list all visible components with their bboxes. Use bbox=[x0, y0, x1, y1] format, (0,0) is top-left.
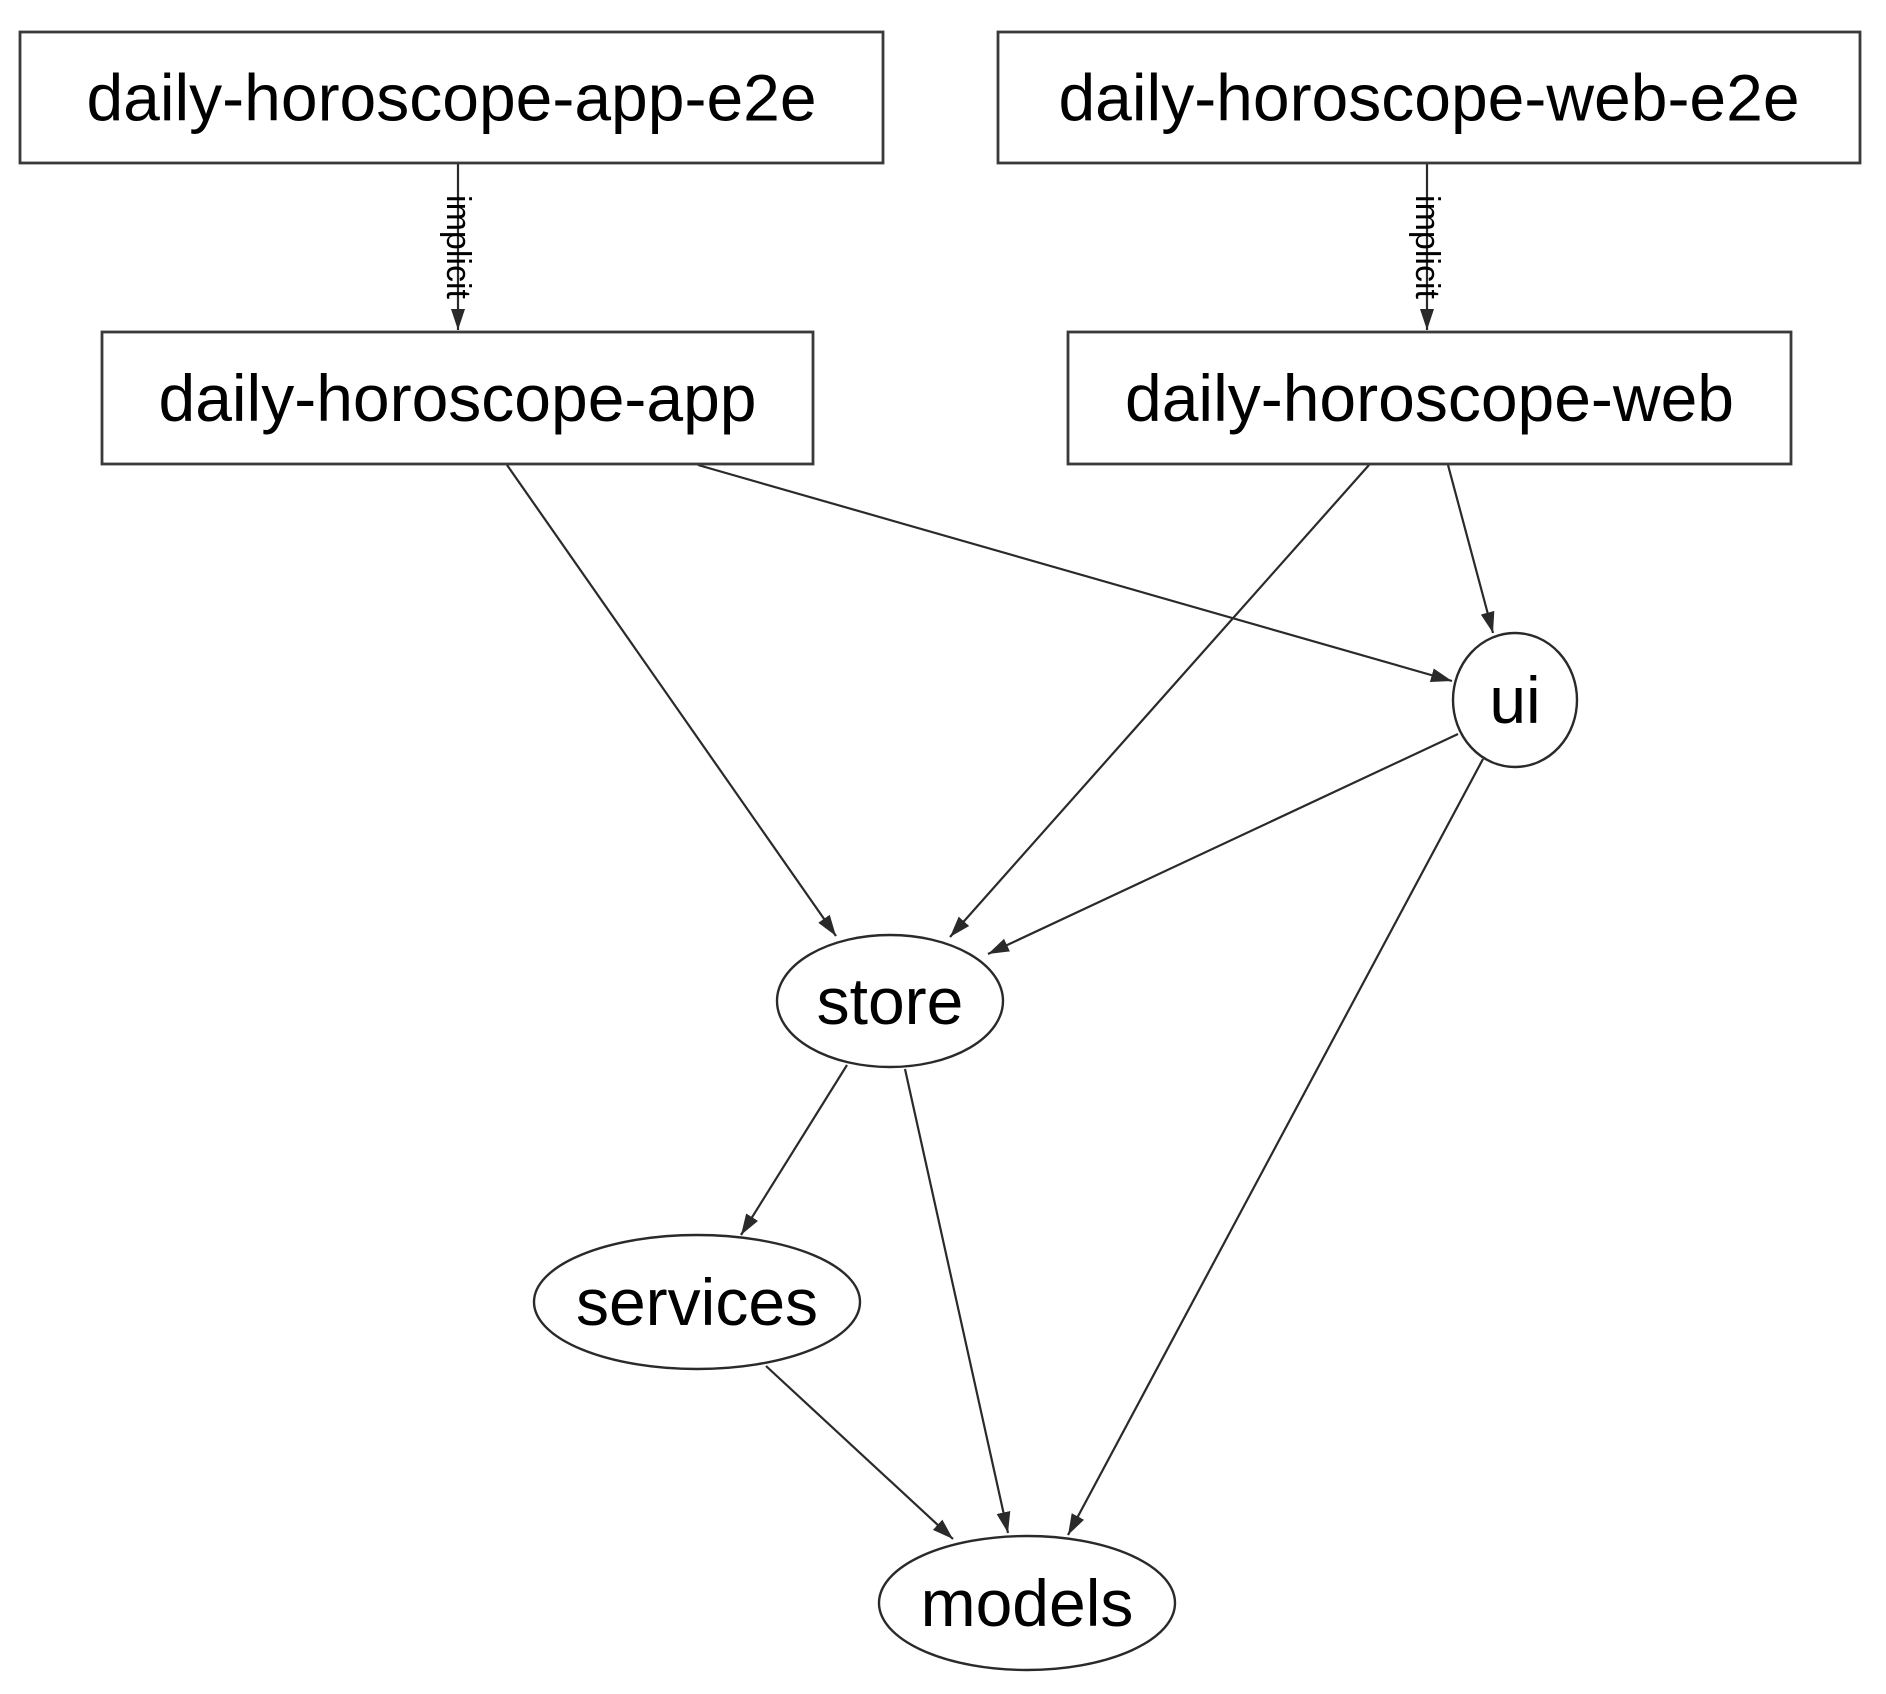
node-daily-horoscope-web: daily-horoscope-web bbox=[1066, 330, 1793, 466]
node-shape-daily-horoscope-web-e2e bbox=[996, 30, 1862, 165]
node-shape-daily-horoscope-web bbox=[1066, 330, 1793, 466]
node-ui: ui bbox=[1451, 631, 1579, 769]
node-shape-daily-horoscope-app-e2e bbox=[18, 30, 885, 165]
node-services: services bbox=[532, 1233, 862, 1371]
edge-ui-to-store bbox=[987, 733, 1459, 955]
edge-store-to-services bbox=[740, 1064, 848, 1236]
node-store: store bbox=[775, 933, 1005, 1069]
node-shape-services bbox=[532, 1233, 862, 1371]
node-label-ui: ui bbox=[1489, 663, 1540, 737]
node-label-services: services bbox=[576, 1265, 818, 1339]
node-shape-models bbox=[877, 1534, 1177, 1672]
edge-label-implicit: implicit bbox=[1408, 195, 1446, 299]
edge-daily-horoscope-app-to-ui bbox=[697, 463, 1453, 683]
node-shape-store bbox=[775, 933, 1005, 1069]
node-daily-horoscope-app: daily-horoscope-app bbox=[100, 330, 815, 466]
node-models: models bbox=[877, 1534, 1177, 1672]
node-label-daily-horoscope-app: daily-horoscope-app bbox=[158, 361, 756, 435]
edge-store-to-models bbox=[903, 1068, 1011, 1534]
node-daily-horoscope-app-e2e: daily-horoscope-app-e2e bbox=[18, 30, 885, 165]
edge-daily-horoscope-web-to-store bbox=[949, 464, 1370, 938]
node-shape-ui bbox=[1451, 631, 1579, 769]
node-label-models: models bbox=[921, 1566, 1134, 1640]
node-label-daily-horoscope-web: daily-horoscope-web bbox=[1125, 361, 1734, 435]
edge-services-to-models bbox=[765, 1365, 954, 1540]
node-label-store: store bbox=[817, 964, 964, 1038]
node-daily-horoscope-web-e2e: daily-horoscope-web-e2e bbox=[996, 30, 1862, 165]
node-label-daily-horoscope-app-e2e: daily-horoscope-app-e2e bbox=[86, 61, 816, 135]
edge-label-implicit: implicit bbox=[439, 195, 477, 299]
edge-ui-to-models bbox=[1067, 758, 1484, 1536]
edge-daily-horoscope-app-to-store bbox=[506, 464, 837, 937]
edge-daily-horoscope-web-to-ui bbox=[1446, 464, 1495, 634]
node-label-daily-horoscope-web-e2e: daily-horoscope-web-e2e bbox=[1058, 61, 1799, 135]
node-shape-daily-horoscope-app bbox=[100, 330, 815, 466]
